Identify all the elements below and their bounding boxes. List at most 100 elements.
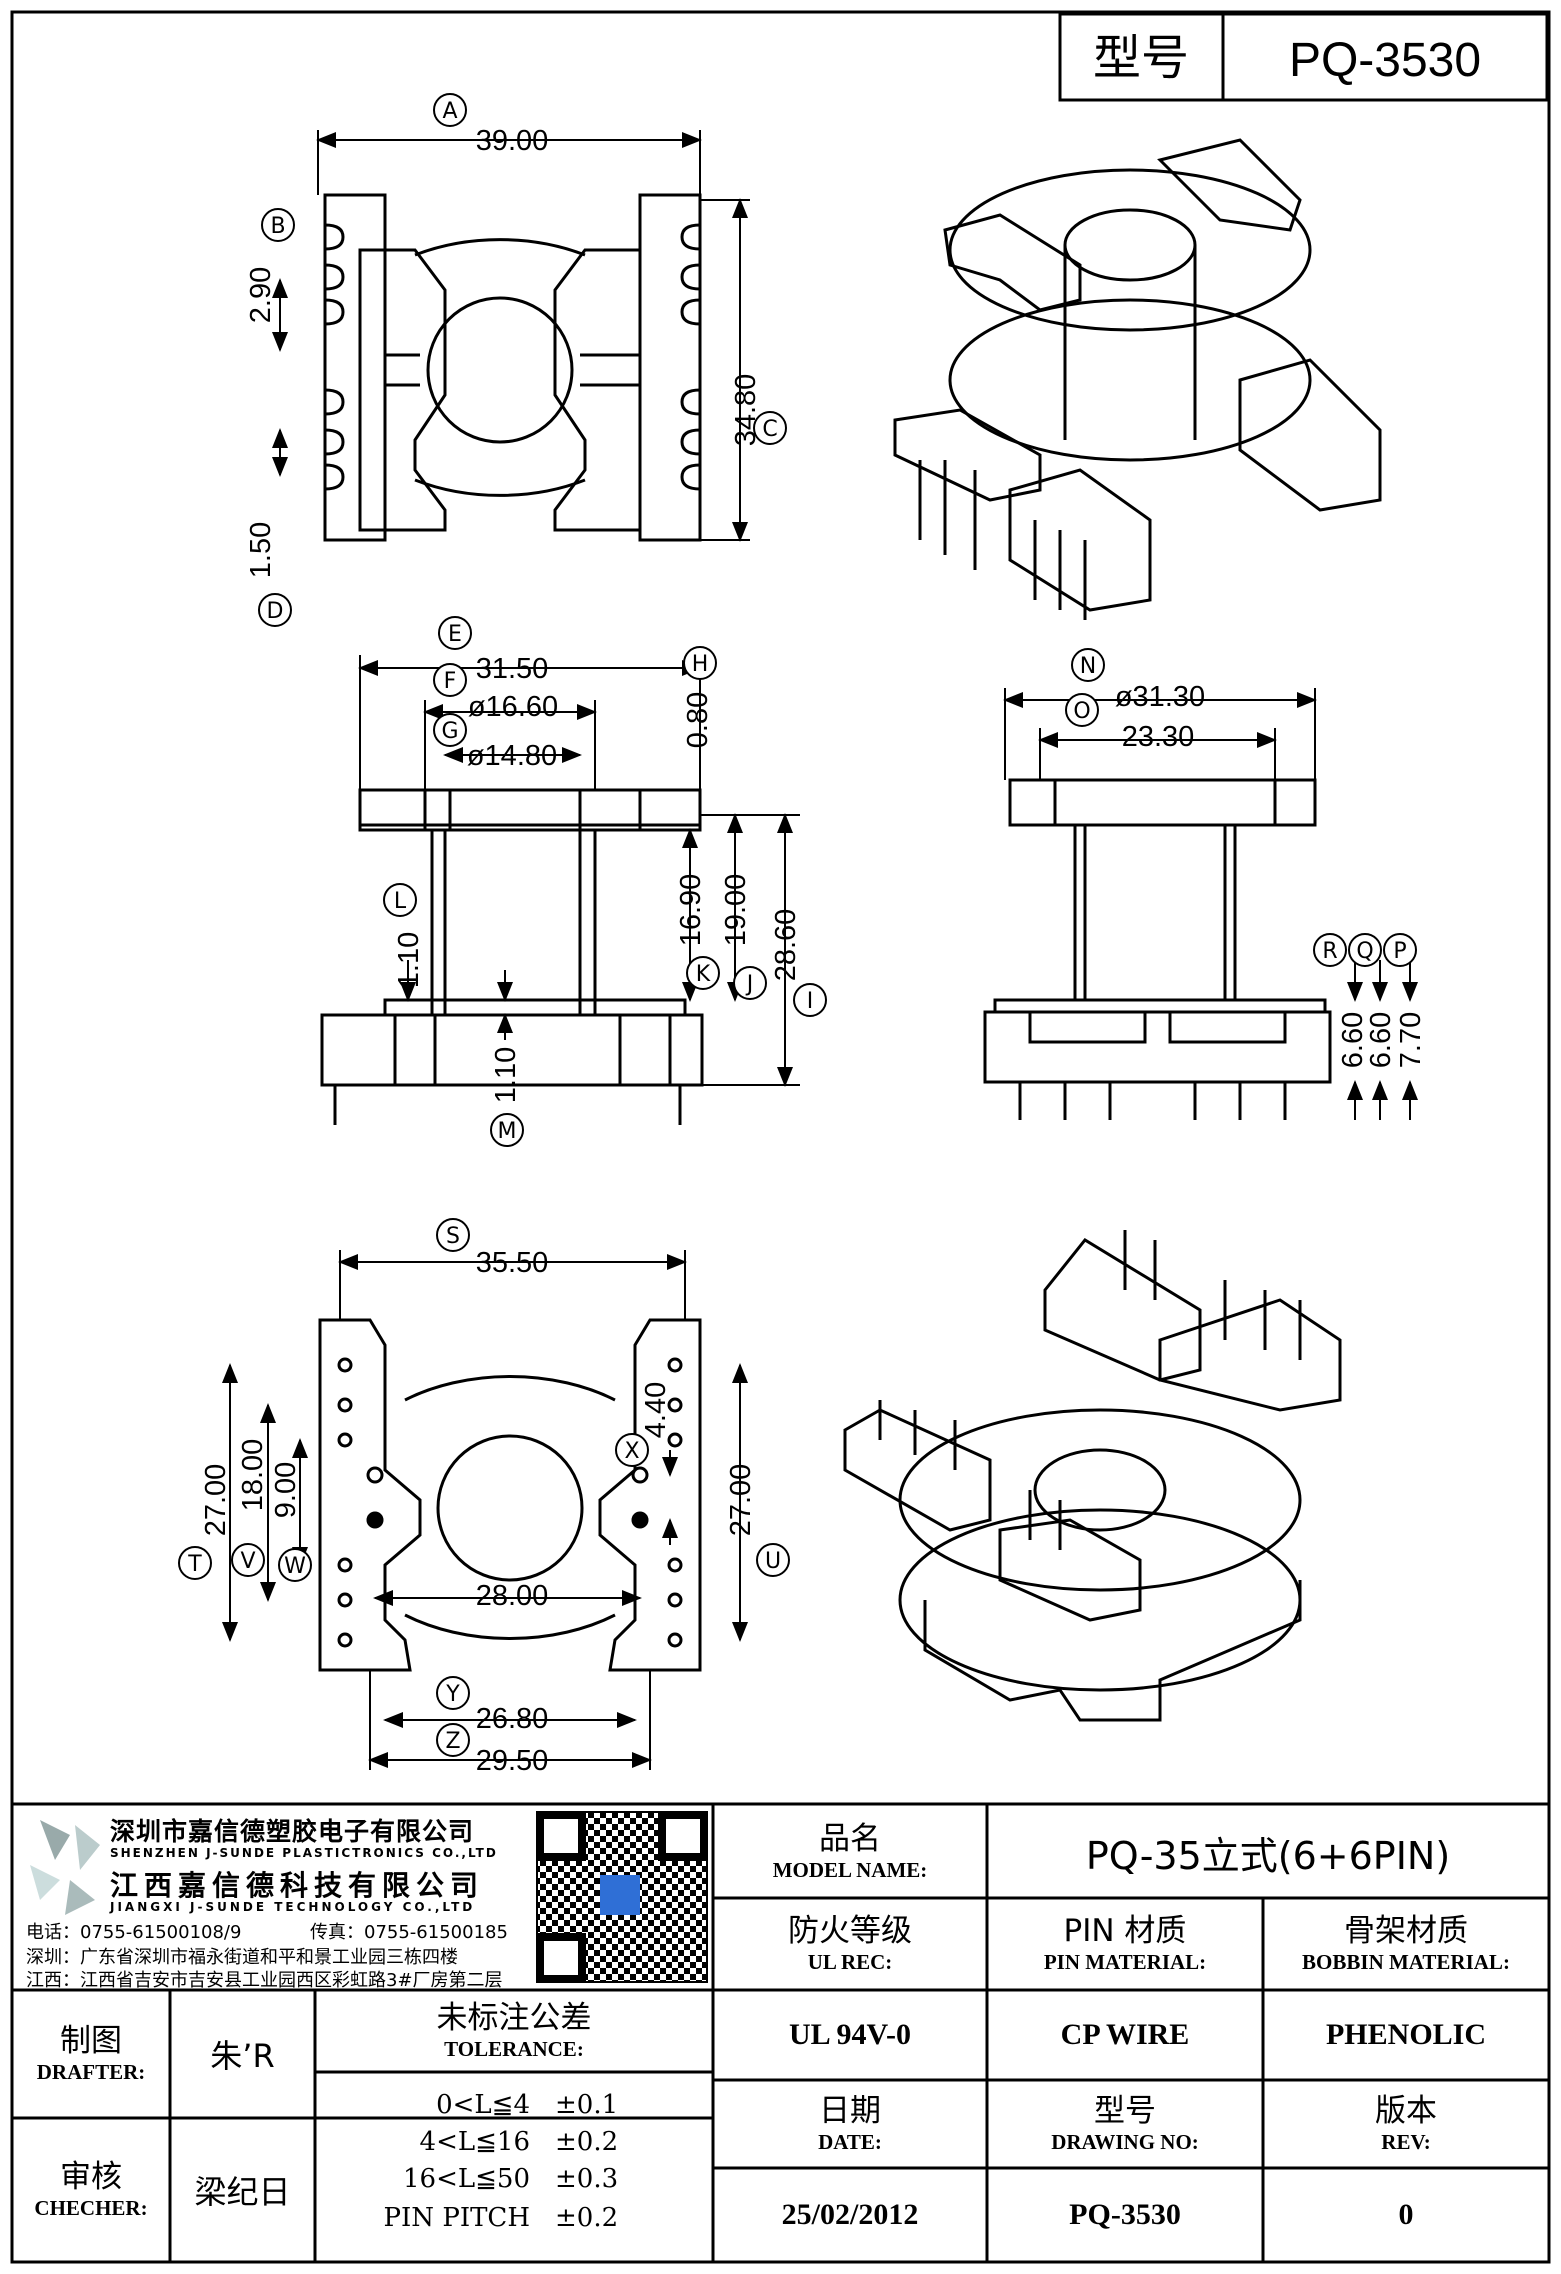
svg-text:O: O bbox=[1073, 699, 1090, 724]
bobbin-en: BOBBIN MATERIAL: bbox=[1302, 1949, 1510, 1974]
dim-V-value: 18.00 bbox=[237, 1439, 269, 1512]
tolerance-range-3: PIN PITCH bbox=[383, 2203, 530, 2233]
model-name-label: 品名 MODEL NAME: bbox=[713, 1806, 987, 1898]
dim-B-value: 2.90 bbox=[245, 267, 277, 323]
tolerance-cn: 未标注公差 bbox=[436, 2000, 592, 2037]
ref-C: C bbox=[753, 411, 787, 445]
company-logo-icon bbox=[30, 1820, 100, 1915]
tolerance-en: TOLERANCE: bbox=[444, 2036, 584, 2061]
front-view bbox=[320, 788, 704, 1125]
svg-text:N: N bbox=[1080, 654, 1096, 679]
title-block-grid bbox=[12, 1802, 1549, 2262]
ref-S: S bbox=[436, 1218, 470, 1252]
sheet-border bbox=[10, 10, 1551, 2264]
bottom-view-dims bbox=[222, 1250, 748, 1770]
dim-F-value: ø16.60 bbox=[468, 691, 558, 723]
svg-text:E: E bbox=[448, 622, 462, 647]
ref-P: P bbox=[1383, 933, 1417, 967]
svg-text:W: W bbox=[284, 1554, 306, 1579]
ref-D: D bbox=[258, 593, 292, 627]
dim-I-value: 28.60 bbox=[770, 909, 802, 982]
drawing-en: DRAWING NO: bbox=[1051, 2129, 1199, 2154]
checker-value: 梁纪日 bbox=[194, 2173, 291, 2211]
dim-P-value: 7.70 bbox=[1395, 1012, 1427, 1068]
company-name-en-2: JIANGXI J-SUNDE TECHNOLOGY CO.,LTD bbox=[110, 1900, 476, 1914]
ul-en: UL REC: bbox=[807, 1949, 893, 1974]
rev-label: 版本 REV: bbox=[1263, 2080, 1549, 2168]
svg-text:M: M bbox=[498, 1119, 517, 1144]
svg-text:G: G bbox=[441, 719, 458, 744]
drawing-no-label: 型号 DRAWING NO: bbox=[987, 2080, 1263, 2168]
ref-U: U bbox=[756, 1543, 790, 1577]
dim-U-value: 27.00 bbox=[725, 1464, 757, 1537]
bottom-view bbox=[318, 1318, 702, 1672]
ul-label: 防火等级 UL REC: bbox=[713, 1898, 987, 1990]
header-model-label: 型号 bbox=[1093, 30, 1189, 86]
svg-text:S: S bbox=[446, 1224, 460, 1249]
ref-A: A bbox=[433, 93, 467, 127]
svg-text:D: D bbox=[267, 599, 284, 624]
ref-Q: Q bbox=[1348, 933, 1382, 967]
ref-E: E bbox=[438, 616, 472, 650]
dim-K-value: 16.90 bbox=[675, 874, 707, 947]
svg-text:Y: Y bbox=[445, 1682, 460, 1707]
model-name-cn: 品名 bbox=[819, 1821, 881, 1858]
tolerance-range-0: 0<L≦4 bbox=[436, 2090, 530, 2120]
dim-D-value: 1.50 bbox=[245, 522, 277, 578]
dim-Q-value: 6.60 bbox=[1365, 1012, 1397, 1068]
company-fax: 传真：0755-61500185 bbox=[310, 1922, 508, 1943]
top-view-dims bbox=[272, 130, 750, 542]
ref-J: J bbox=[733, 966, 767, 1000]
header-model-value: PQ-3530 bbox=[1289, 34, 1481, 87]
pin-en: PIN MATERIAL: bbox=[1043, 1949, 1207, 1974]
header-model-box: 型号 PQ-3530 bbox=[1058, 12, 1549, 102]
checker-label: 审核 CHECHER: bbox=[12, 2118, 170, 2262]
svg-text:U: U bbox=[765, 1549, 781, 1574]
date-en: DATE: bbox=[818, 2129, 882, 2154]
svg-text:J: J bbox=[745, 972, 754, 997]
bobbin-cn: 骨架材质 bbox=[1344, 1913, 1468, 1950]
company-addr-sz: 深圳：广东省深圳市福永街道和平和景工业园三栋四楼 bbox=[26, 1947, 458, 1968]
dim-E-value: 31.50 bbox=[476, 653, 549, 685]
tolerance-value-1: ±0.2 bbox=[555, 2127, 619, 2157]
company-name-cn-1: 深圳市嘉信德塑胶电子有限公司 bbox=[110, 1817, 475, 1846]
ref-Z: Z bbox=[436, 1723, 470, 1757]
ref-L: L bbox=[383, 883, 417, 917]
dim-X-value: 4.40 bbox=[640, 1382, 672, 1438]
date-label: 日期 DATE: bbox=[713, 2080, 987, 2168]
tolerance-range-1: 4<L≦16 bbox=[419, 2127, 530, 2157]
svg-text:L: L bbox=[394, 889, 407, 914]
ul-value: UL 94V-0 bbox=[789, 2018, 911, 2051]
ref-O: O bbox=[1065, 693, 1099, 727]
rev-en: REV: bbox=[1381, 2129, 1431, 2154]
dim-T-value: 27.00 bbox=[200, 1464, 232, 1537]
model-name-value: PQ-35立式(6+6PIN) bbox=[1085, 1833, 1451, 1878]
drawing-cn: 型号 bbox=[1094, 2093, 1156, 2130]
svg-text:K: K bbox=[696, 962, 711, 987]
ref-Y: Y bbox=[436, 1676, 470, 1710]
ref-X: X bbox=[615, 1433, 649, 1467]
checker-en: CHECHER: bbox=[34, 2195, 148, 2220]
dim-L-value: 1.10 bbox=[393, 932, 425, 988]
ul-cn: 防火等级 bbox=[788, 1913, 912, 1950]
dim-Z-value: 29.50 bbox=[476, 1745, 549, 1777]
pin-material-label: PIN 材质 PIN MATERIAL: bbox=[987, 1898, 1263, 1990]
ref-B: B bbox=[261, 208, 295, 242]
pin-cn: PIN 材质 bbox=[1063, 1913, 1187, 1950]
dim-28-value: 28.00 bbox=[476, 1580, 549, 1612]
dim-G-value: ø14.80 bbox=[467, 740, 557, 772]
svg-text:B: B bbox=[270, 214, 285, 239]
ref-W: W bbox=[278, 1548, 312, 1582]
svg-text:C: C bbox=[762, 417, 777, 442]
company-name-cn-2: 江西嘉信德科技有限公司 bbox=[110, 1869, 485, 1902]
svg-text:X: X bbox=[624, 1439, 639, 1464]
tolerance-label: 未标注公差 TOLERANCE: bbox=[315, 1990, 713, 2072]
svg-text:V: V bbox=[240, 1549, 255, 1574]
svg-text:Q: Q bbox=[1356, 939, 1373, 964]
dim-W-value: 9.00 bbox=[270, 1462, 302, 1518]
ref-letters: A B C D E F G H I J K L M N O P Q R S T … bbox=[178, 93, 1417, 1757]
qr-code-icon bbox=[536, 1811, 708, 1983]
model-name-en: MODEL NAME: bbox=[772, 1857, 928, 1882]
rev-cn: 版本 bbox=[1375, 2093, 1437, 2130]
